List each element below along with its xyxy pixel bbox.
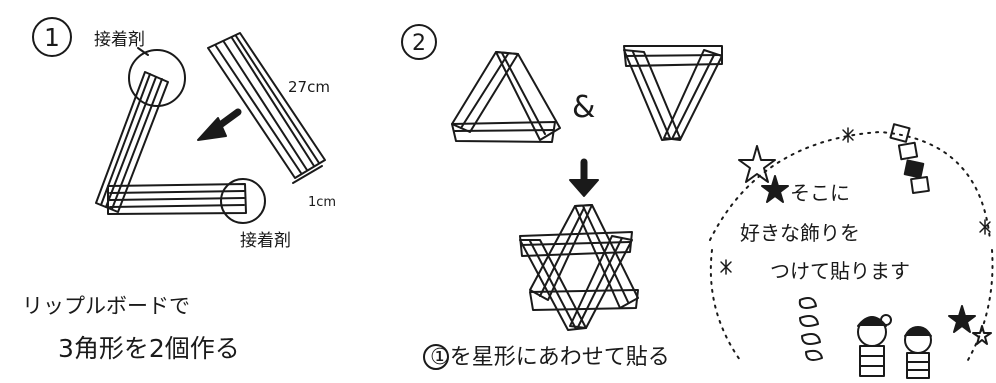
step1-caption-line2: 3角形を2個作る [58, 334, 240, 363]
glue-label-bottom: 接着剤 [240, 231, 291, 251]
spiral-icon [800, 298, 822, 360]
width-label: 1cm [308, 195, 336, 210]
step2-number: 2 [412, 31, 426, 56]
dotted-arc-right [968, 250, 993, 360]
ampersand: & [572, 90, 595, 125]
pennant-icon [890, 124, 928, 193]
length-label: 27cm [288, 78, 330, 96]
arrow-icon [198, 112, 238, 140]
down-arrow-icon [570, 162, 598, 196]
board-strip-left [96, 72, 168, 212]
step2-caption: ①を星形にあわせて貼る [430, 345, 670, 370]
asterisk-icon [721, 128, 990, 274]
star-assembly [520, 205, 638, 330]
step1-number: 1 [44, 23, 60, 52]
step2-number-marker: 2 [402, 25, 436, 59]
star-icon-filled-right [949, 306, 975, 332]
decoration-line1: そこに [790, 181, 850, 205]
doll-icon-right [905, 327, 931, 378]
triangle-up [452, 52, 560, 142]
decoration-line2: 好きな飾りを [740, 221, 860, 245]
step1-caption-line1: リップルボードで [22, 294, 190, 318]
board-strip-long [208, 33, 325, 178]
decoration-line3: つけて貼ります [770, 259, 910, 283]
glue-circle-bottom [221, 179, 265, 223]
star-icon-small [973, 326, 991, 344]
glue-label-top: 接着剤 [94, 30, 145, 50]
triangle-down [624, 46, 722, 140]
star-icon [739, 146, 775, 182]
doll-icon [858, 315, 891, 376]
step1-number-marker: 1 [33, 18, 71, 56]
